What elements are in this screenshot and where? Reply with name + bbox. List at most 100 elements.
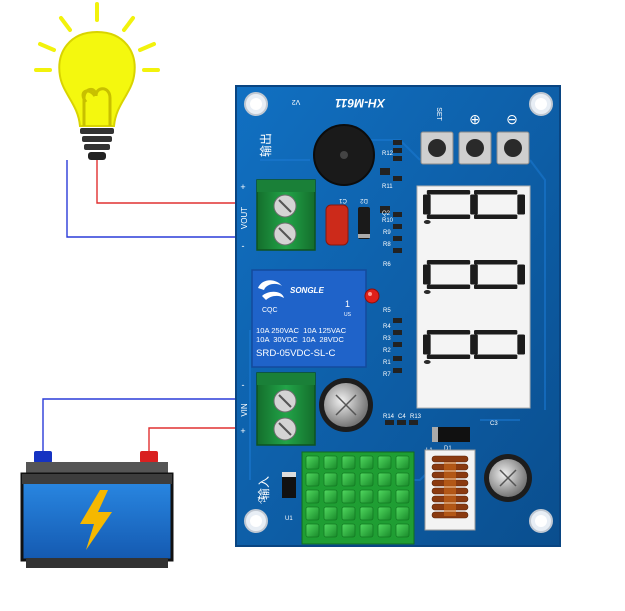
inductor (424, 449, 476, 531)
seven-segment-display (416, 185, 531, 409)
battery-wires (42, 398, 262, 452)
label-r1: R1 (383, 360, 391, 366)
heatsink-fin (359, 489, 374, 504)
silkscreen-labels: R12 R11 Q2 R10 R9 R8 R6 R5 R4 R3 R2 R1 R… (258, 151, 498, 522)
heatsink-fin (359, 472, 374, 487)
heatsink-fin (323, 523, 338, 538)
label-c3: C3 (490, 421, 498, 427)
heatsink-fin (395, 472, 410, 487)
vout-minus-label: - (242, 241, 245, 251)
segment-b (474, 214, 518, 219)
segment-c (426, 284, 471, 289)
mount-hole (529, 509, 553, 533)
heatsink-fin (377, 455, 392, 470)
heatsink-fin (305, 523, 320, 538)
heatsink-fin (323, 506, 338, 521)
label-r4: R4 (383, 324, 391, 330)
vout-terminal-block (256, 179, 316, 251)
label-q2: Q2 (382, 211, 391, 217)
label-r7: R7 (383, 372, 391, 378)
label-r9: R9 (383, 230, 391, 236)
small-capacitor (484, 454, 532, 502)
segment-a (517, 264, 526, 285)
minus-button-label: ⊖ (506, 111, 518, 127)
set-label: SET (435, 107, 442, 121)
mount-hole (529, 92, 553, 116)
electrolytic-capacitor (319, 378, 373, 432)
vin-plus-label: + (240, 426, 245, 436)
vout-label: VOUT (240, 207, 249, 229)
diode-d1 (432, 427, 470, 442)
segment-f (474, 260, 518, 265)
relay-cqc: CQC (262, 307, 278, 314)
relay-line2: 10A 30VDC 10A 28VDC (256, 335, 344, 344)
label-r8: R8 (383, 242, 391, 248)
heatsink-fin (395, 455, 410, 470)
label-r5: R5 (383, 308, 391, 314)
buzzer (313, 124, 375, 186)
label-d2: D2 (360, 197, 368, 203)
segment-g (470, 264, 478, 285)
digit-3 (422, 330, 526, 364)
segment-d (422, 264, 431, 285)
heatsink-fin (323, 472, 338, 487)
heatsink-fin (377, 472, 392, 487)
mount-hole (244, 509, 268, 533)
heatsink-fin (395, 506, 410, 521)
digit-2 (422, 260, 526, 294)
segment-f (474, 330, 518, 335)
label-r13: R13 (410, 414, 422, 420)
heatsink-fin (305, 472, 320, 487)
relay-us: US (344, 312, 352, 318)
decimal-point (423, 290, 431, 294)
vout-plus-label: + (240, 182, 245, 192)
label-r6: R6 (383, 262, 391, 268)
heatsink-fin (341, 489, 356, 504)
heatsink-fin (359, 455, 374, 470)
heatsink-fin (305, 455, 320, 470)
segment-b (474, 284, 518, 289)
set-button[interactable] (420, 131, 454, 165)
decimal-point (423, 220, 431, 224)
relay-line1: 10A 250VAC 10A 125VAC (256, 326, 347, 335)
heatsink-fin (377, 523, 392, 538)
output-label: 输出 (258, 133, 273, 157)
input-label: 输入 (256, 476, 271, 500)
film-capacitor (325, 204, 349, 246)
segment-b (474, 354, 518, 359)
board-model-label: XH-M611 (335, 96, 386, 110)
bulb-wires (66, 160, 262, 238)
lightning-bolt-icon (80, 490, 112, 550)
label-r2: R2 (383, 348, 391, 354)
heatsink-fin (341, 506, 356, 521)
heatsink (301, 451, 415, 545)
heatsink-fin (359, 506, 374, 521)
segment-e (426, 260, 471, 265)
label-c4: C4 (398, 414, 406, 420)
transistor-q1 (282, 472, 296, 498)
segment-g (470, 334, 478, 355)
heatsink-fin (359, 523, 374, 538)
decimal-point (423, 360, 431, 364)
v2-label: V2 (292, 98, 301, 105)
segment-f (474, 190, 518, 195)
red-led (364, 288, 380, 304)
segment-e (426, 330, 471, 335)
digit-1 (422, 190, 526, 224)
relay-model: SRD-05VDC-SL-C (256, 348, 336, 359)
light-bulb-icon (34, 2, 160, 160)
heatsink-fin (341, 472, 356, 487)
plus-button[interactable] (458, 131, 492, 165)
heatsink-fin (377, 506, 392, 521)
segment-a (517, 194, 526, 215)
vin-label: VIN (240, 403, 249, 417)
label-u1: U1 (285, 516, 293, 522)
heatsink-fin (377, 489, 392, 504)
mount-hole (244, 92, 268, 116)
segment-a (517, 334, 526, 355)
pcb-board: XH-M611 V2 输出 输入 VOUT + - VIN - + SET ⊕ … (235, 85, 561, 547)
segment-c (426, 214, 471, 219)
minus-button[interactable] (496, 131, 530, 165)
label-c1: C1 (339, 197, 347, 203)
